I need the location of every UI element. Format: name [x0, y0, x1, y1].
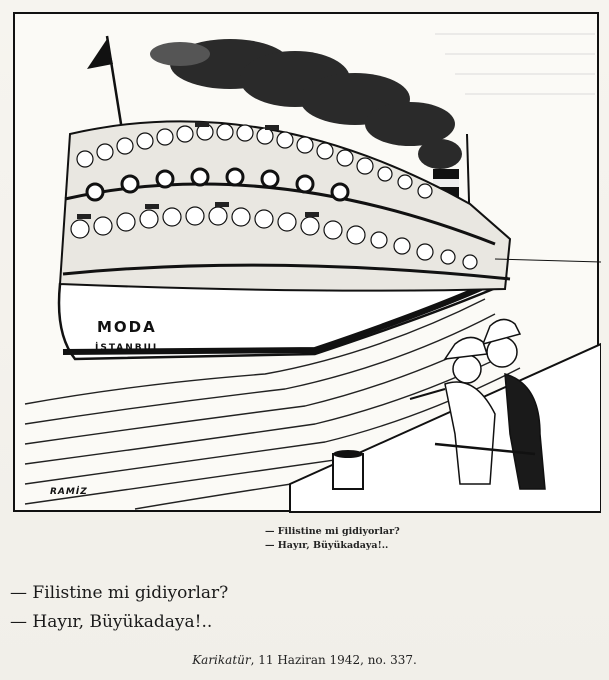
artist-signature: RAMİZ [50, 487, 88, 497]
inner-caption-line-2: — Hayır, Büyükadaya!.. [265, 540, 389, 551]
cartoon-inner-caption: — Filistine mi gidiyorlar? — Hayır, Büyü… [265, 525, 400, 553]
caption-line-2: — Hayır, Büyükadaya!.. [10, 612, 213, 632]
source-citation: Karikatür, 11 Haziran 1942, no. 337. [0, 653, 609, 667]
passenger-crowd [70, 123, 478, 270]
paint-can [332, 450, 364, 490]
smoke-cloud [150, 39, 462, 169]
two-men-figures [409, 318, 546, 490]
cartoon-illustration: MODA İSTANBUL [13, 12, 601, 513]
ferry-port-label: İSTANBUL [95, 342, 161, 353]
ferry-cartoon-drawing: MODA İSTANBUL [24, 33, 601, 513]
inner-caption-line-1: — Filistine mi gidiyorlar? [265, 526, 400, 537]
flag [87, 39, 113, 69]
publication-details: , 11 Haziran 1942, no. 337. [250, 653, 417, 667]
publication-name: Karikatür [192, 653, 251, 667]
caption-line-1: — Filistine mi gidiyorlar? [10, 583, 229, 603]
ferry-name-label: MODA [97, 318, 157, 336]
